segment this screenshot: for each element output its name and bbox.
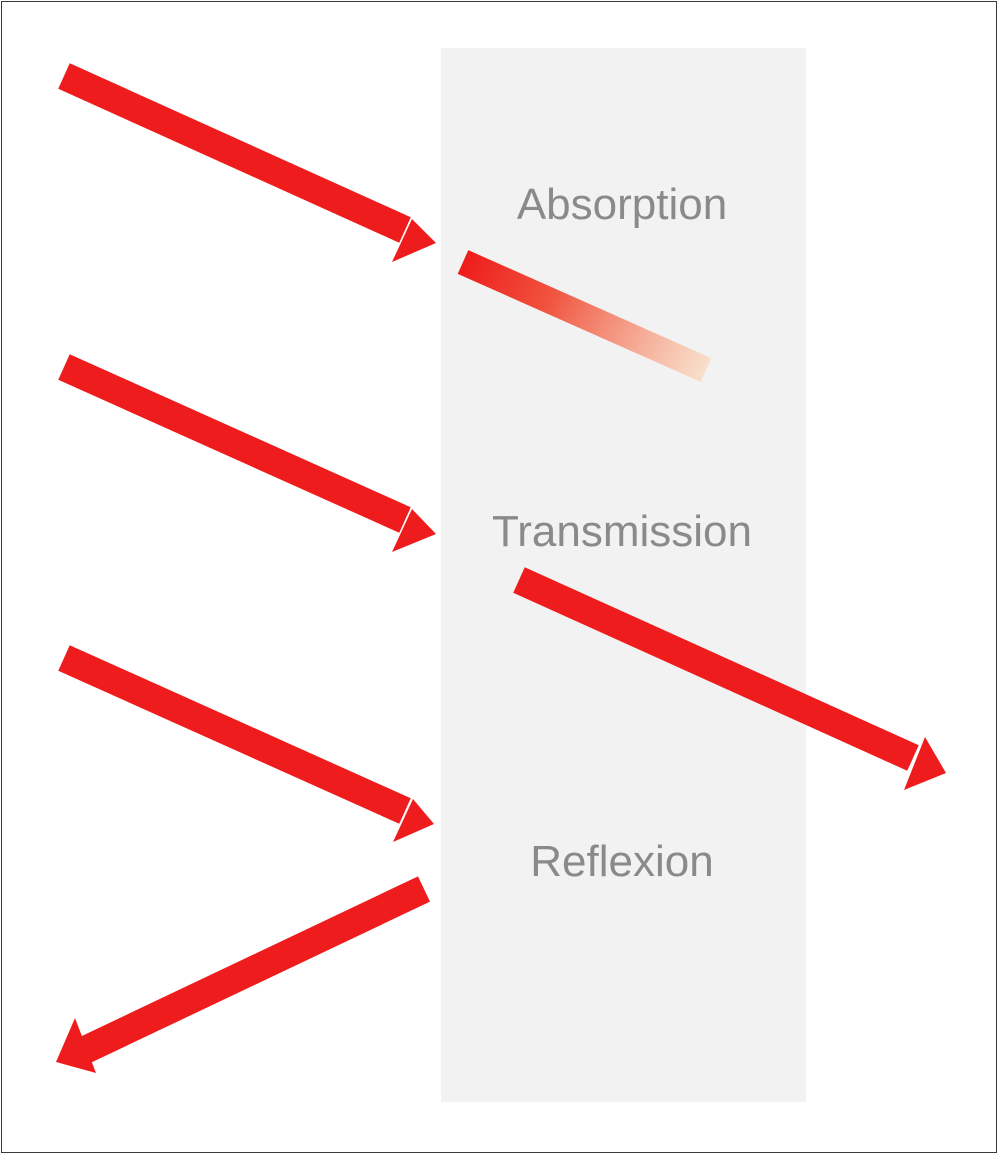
absorption-incoming-arrow	[58, 63, 436, 262]
absorption-label: Absorption	[517, 180, 727, 229]
transmission-incoming-arrow	[58, 354, 436, 552]
absorbed-beam	[457, 250, 712, 382]
transmission-outgoing-arrow	[513, 567, 946, 790]
medium-slab	[441, 48, 806, 1102]
reflexion-incoming-arrow	[58, 645, 434, 842]
reflexion-label: Reflexion	[530, 837, 713, 886]
transmission-label: Transmission	[492, 507, 752, 556]
reflexion-reflected-arrow	[56, 876, 431, 1073]
